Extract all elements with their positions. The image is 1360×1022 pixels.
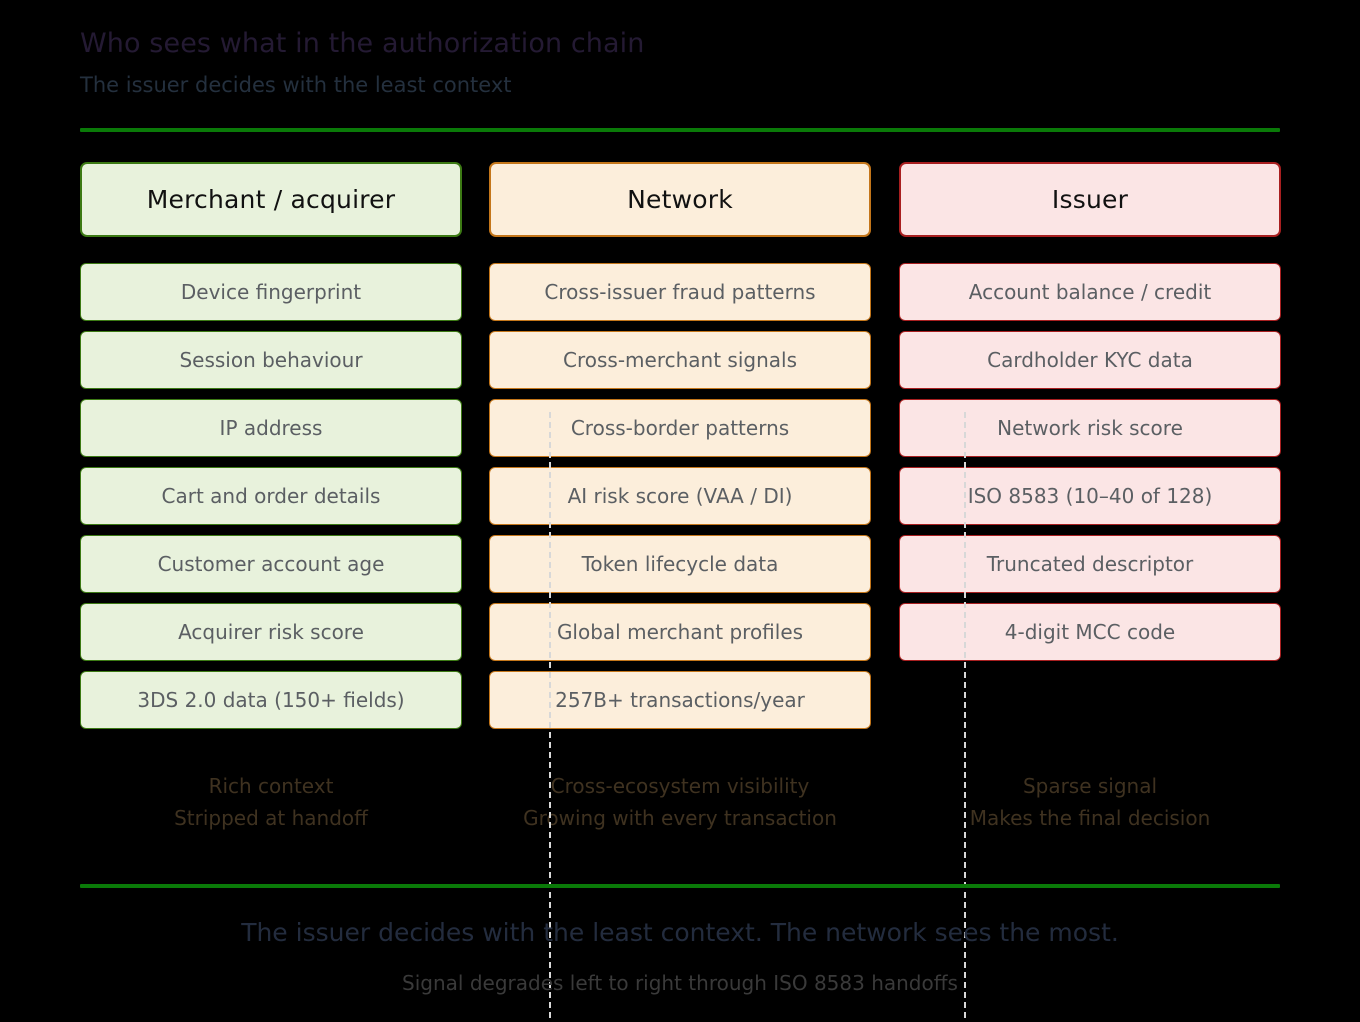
column-summary-issuer: Sparse signal Makes the final decision bbox=[899, 770, 1281, 835]
item-list-network: Cross-issuer fraud patterns Cross-mercha… bbox=[489, 263, 871, 729]
list-item: Session behaviour bbox=[80, 331, 462, 389]
item-list-merchant-acquirer: Device fingerprint Session behaviour IP … bbox=[80, 263, 462, 729]
list-item: Truncated descriptor bbox=[899, 535, 1281, 593]
column-header-merchant-acquirer: Merchant / acquirer bbox=[80, 162, 462, 237]
column-merchant-acquirer: Merchant / acquirer Device fingerprint S… bbox=[80, 162, 462, 830]
page-title: Who sees what in the authorization chain bbox=[80, 28, 645, 59]
list-item: Account balance / credit bbox=[899, 263, 1281, 321]
list-item: Cart and order details bbox=[80, 467, 462, 525]
column-header-network: Network bbox=[489, 162, 871, 237]
footer-headline: The issuer decides with the least contex… bbox=[241, 918, 1119, 947]
list-item: Acquirer risk score bbox=[80, 603, 462, 661]
column-issuer: Issuer Account balance / credit Cardhold… bbox=[899, 162, 1281, 830]
column-summary-line-1: Cross-ecosystem visibility bbox=[550, 774, 810, 798]
list-item: Token lifecycle data bbox=[489, 535, 871, 593]
bottom-divider-rule bbox=[80, 884, 1280, 888]
column-summary-line-2: Makes the final decision bbox=[969, 806, 1211, 831]
list-item: Customer account age bbox=[80, 535, 462, 593]
list-item: Cardholder KYC data bbox=[899, 331, 1281, 389]
list-item: Cross-border patterns bbox=[489, 399, 871, 457]
column-summary-line-1: Sparse signal bbox=[1022, 774, 1158, 798]
column-divider-2 bbox=[964, 412, 966, 1018]
list-item: AI risk score (VAA / DI) bbox=[489, 467, 871, 525]
column-divider-1 bbox=[549, 412, 551, 1018]
column-summary-line-1: Rich context bbox=[208, 774, 334, 798]
list-item: Network risk score bbox=[899, 399, 1281, 457]
page-subtitle: The issuer decides with the least contex… bbox=[80, 73, 512, 97]
column-summary-merchant-acquirer: Rich context Stripped at handoff bbox=[80, 770, 462, 835]
column-summary-network: Cross-ecosystem visibility Growing with … bbox=[489, 770, 871, 835]
column-header-issuer: Issuer bbox=[899, 162, 1281, 237]
list-item: IP address bbox=[80, 399, 462, 457]
list-item: Cross-merchant signals bbox=[489, 331, 871, 389]
list-item: Device fingerprint bbox=[80, 263, 462, 321]
item-list-issuer: Account balance / credit Cardholder KYC … bbox=[899, 263, 1281, 661]
column-network: Network Cross-issuer fraud patterns Cros… bbox=[489, 162, 871, 830]
columns-container: Merchant / acquirer Device fingerprint S… bbox=[80, 162, 1281, 1018]
list-item: Cross-issuer fraud patterns bbox=[489, 263, 871, 321]
column-summary-line-2: Stripped at handoff bbox=[174, 806, 368, 831]
top-divider-rule bbox=[80, 128, 1280, 132]
list-item: Global merchant profiles bbox=[489, 603, 871, 661]
list-item: ISO 8583 (10–40 of 128) bbox=[899, 467, 1281, 525]
list-item: 4-digit MCC code bbox=[899, 603, 1281, 661]
column-summary-line-2: Growing with every transaction bbox=[523, 806, 837, 831]
list-item: 257B+ transactions/year bbox=[489, 671, 871, 729]
footer-caption: Signal degrades left to right through IS… bbox=[402, 971, 958, 995]
list-item: 3DS 2.0 data (150+ fields) bbox=[80, 671, 462, 729]
